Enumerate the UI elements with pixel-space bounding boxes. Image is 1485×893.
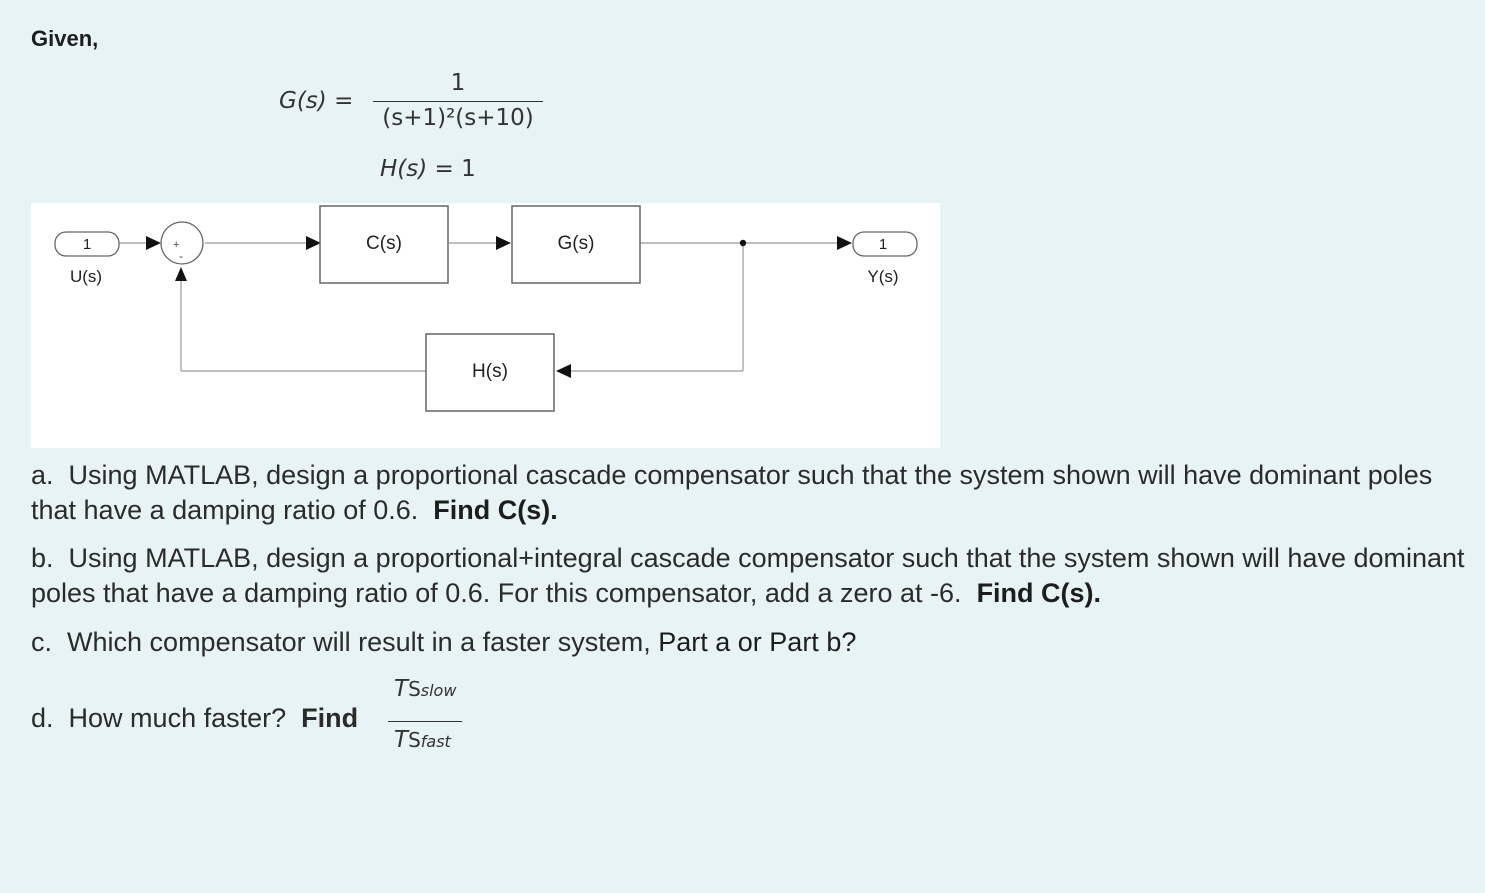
input-port xyxy=(54,231,120,257)
ratio-denominator: TSfast xyxy=(394,727,451,753)
controller-block xyxy=(319,205,449,284)
sum-plus-sign: + xyxy=(173,239,179,251)
feedback-block xyxy=(425,333,555,412)
g-lhs: G(s) = xyxy=(279,88,354,114)
output-port xyxy=(852,231,918,257)
question-a: a. Using MATLAB, design a proportional c… xyxy=(31,460,1433,525)
g-denominator: (s+1)²(s+10) xyxy=(382,105,534,131)
g-numerator: 1 xyxy=(450,70,466,96)
ratio-numerator: TSslow xyxy=(394,676,457,702)
plant-label: G(s) xyxy=(558,233,595,254)
question-d: d. How much faster? Find xyxy=(31,703,359,733)
fraction-bar xyxy=(373,101,543,102)
given-heading: Given, xyxy=(31,26,99,51)
branch-point xyxy=(739,239,747,247)
signal-lines xyxy=(119,242,839,372)
g-fraction: 1 (s+1)²(s+10) xyxy=(373,70,543,131)
plant-block xyxy=(511,205,641,284)
feedback-label: H(s) xyxy=(472,361,508,382)
h-equation: H(s) = 1 xyxy=(380,156,476,182)
input-label: U(s) xyxy=(70,267,102,286)
summing-junction xyxy=(160,221,204,265)
input-port-value: 1 xyxy=(83,236,91,253)
arrowheads xyxy=(146,236,852,378)
block-diagram: 1 U(s) + - C(s) G(s) H(s) 1 Y(s) xyxy=(31,203,940,448)
output-port-value: 1 xyxy=(879,236,887,253)
controller-label: C(s) xyxy=(366,233,402,254)
question-b: b. Using MATLAB, design a proportional+i… xyxy=(31,543,1465,608)
ratio-bar xyxy=(388,721,462,722)
sum-minus-sign: - xyxy=(179,249,183,263)
output-label: Y(s) xyxy=(867,267,898,286)
question-c: c. Which compensator will result in a fa… xyxy=(31,627,857,657)
